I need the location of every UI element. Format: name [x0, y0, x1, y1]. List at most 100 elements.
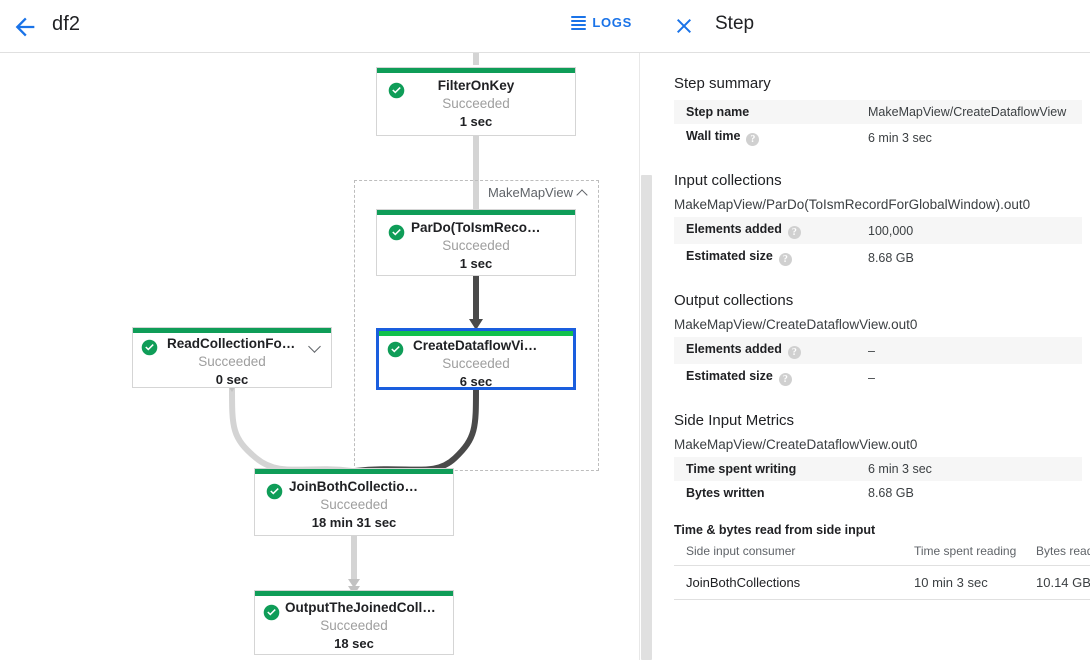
table-row: Bytes written 8.68 GB [674, 481, 1082, 505]
row-key: Elements added? [674, 337, 856, 364]
graph-node-join-both-collections[interactable]: JoinBothCollections Succeeded 18 min 31 … [254, 468, 454, 536]
row-key: Step name [674, 100, 856, 124]
output-collection-name: MakeMapView/CreateDataflowView.out0 [674, 317, 918, 332]
step-summary-title: Step summary [674, 75, 771, 92]
page-title: df2 [52, 13, 81, 35]
row-value: 6 min 3 sec [856, 457, 1082, 481]
node-name: JoinBothCollections [289, 479, 421, 494]
node-name: CreateDataflowView [413, 338, 542, 353]
help-icon[interactable]: ? [787, 226, 801, 239]
check-circle-icon [388, 82, 405, 99]
side-input-reads-table: Side input consumer Time spent reading B… [674, 540, 1090, 600]
graph-node-pardo-toismrecord[interactable]: ParDo(ToIsmRecordFor… Succeeded 1 sec [376, 209, 576, 276]
graph-scrollbar-thumb[interactable] [641, 175, 652, 660]
graph-node-create-dataflow-view[interactable]: CreateDataflowView Succeeded 6 sec [376, 328, 576, 390]
input-collection-name: MakeMapView/ParDo(ToIsmRecordForGlobalWi… [674, 197, 1031, 212]
node-labels: JoinBothCollections Succeeded 18 min 31 … [255, 479, 453, 530]
logs-button[interactable]: LOGS [571, 15, 632, 30]
help-icon[interactable]: ? [787, 346, 801, 359]
row-value: 6 min 3 sec [868, 130, 932, 145]
node-labels: ParDo(ToIsmRecordFor… Succeeded 1 sec [377, 220, 575, 271]
node-name: ReadCollectionForJoin [167, 336, 315, 351]
node-status: Succeeded [198, 354, 266, 369]
row-value: 8.68 GB [868, 486, 914, 500]
side-input-collection-name: MakeMapView/CreateDataflowView.out0 [674, 437, 918, 452]
table-row: Elements added? – [674, 337, 1082, 364]
node-status-bar [133, 328, 331, 333]
node-labels: OutputTheJoinedCollec… Succeeded 18 sec [255, 600, 453, 651]
table-row: Estimated size? – [674, 364, 1082, 391]
node-status: Succeeded [442, 238, 510, 253]
graph-node-read-collection-for-join[interactable]: ReadCollectionForJoin Succeeded 0 sec [132, 327, 332, 388]
help-icon[interactable]: ? [778, 373, 792, 386]
row-key: Wall time? [674, 124, 856, 151]
group-label-text: MakeMapView [487, 185, 573, 200]
node-time: 0 sec [215, 372, 249, 387]
table-header-row: Side input consumer Time spent reading B… [674, 540, 1090, 566]
arrow-back-icon[interactable] [11, 13, 39, 41]
node-name: OutputTheJoinedCollec… [285, 600, 451, 615]
output-collections-title: Output collections [674, 292, 794, 309]
chevron-down-icon[interactable] [309, 341, 321, 353]
step-details-body: Step summary Step name MakeMapView/Creat… [652, 53, 1090, 660]
row-value: – [856, 337, 1082, 364]
node-time: 6 sec [459, 374, 493, 389]
row-key: Estimated size? [674, 364, 856, 391]
graph-node-output-the-joined-collection[interactable]: OutputTheJoinedCollec… Succeeded 18 sec [254, 590, 454, 655]
check-circle-icon [388, 224, 405, 241]
help-icon[interactable]: ? [778, 253, 792, 266]
job-header-bar: df2 LOGS [0, 0, 652, 53]
step-details-panel: Step Step summary Step name MakeMapView/… [652, 0, 1090, 660]
node-status: Succeeded [442, 356, 510, 371]
cell-consumer: JoinBothCollections [674, 565, 902, 600]
table-row: JoinBothCollections 10 min 3 sec 10.14 G… [674, 565, 1090, 600]
node-status: Succeeded [320, 618, 388, 633]
node-status: Succeeded [442, 96, 510, 111]
node-name: ParDo(ToIsmRecordFor… [411, 220, 575, 235]
input-collections-title: Input collections [674, 172, 782, 189]
node-status: Succeeded [320, 497, 388, 512]
node-time: 1 sec [459, 256, 493, 271]
column-header-consumer: Side input consumer [674, 540, 902, 566]
cell-time: 10 min 3 sec [902, 565, 1024, 600]
row-value: 8.68 GB [868, 250, 914, 265]
table-row: Wall time? 6 min 3 sec [674, 124, 1082, 151]
node-labels: FilterOnKey Succeeded 1 sec [377, 78, 575, 129]
close-icon[interactable] [672, 14, 696, 38]
input-collections-table: Elements added? 100,000 Estimated size? … [674, 217, 1082, 271]
job-graph-canvas[interactable]: MakeMapView FilterOnKey Succeeded 1 sec [0, 53, 652, 660]
side-input-metrics-table: Time spent writing 6 min 3 sec Bytes wri… [674, 457, 1082, 505]
table-row: Estimated size? 8.68 GB [674, 244, 1082, 271]
row-key: Estimated size? [674, 244, 856, 271]
graph-scrollbar[interactable] [639, 53, 652, 660]
help-icon[interactable]: ? [746, 133, 760, 146]
node-labels: ReadCollectionForJoin Succeeded 0 sec [133, 336, 331, 387]
group-collapse-toggle[interactable]: MakeMapView [488, 185, 588, 200]
column-header-time: Time spent reading [902, 540, 1024, 566]
row-value: 100,000 [856, 217, 1082, 244]
side-input-metrics-title: Side Input Metrics [674, 412, 795, 429]
row-key: Elements added? [674, 217, 856, 244]
column-header-bytes: Bytes read [1024, 540, 1090, 566]
node-status-bar [377, 210, 575, 215]
step-summary-table: Step name MakeMapView/CreateDataflowView… [674, 100, 1082, 151]
job-graph-panel: df2 LOGS [0, 0, 652, 660]
step-panel-header: Step [652, 0, 1090, 53]
check-circle-icon [263, 604, 280, 621]
row-value: MakeMapView/CreateDataflowView [856, 100, 1082, 124]
output-collections-table: Elements added? – Estimated size? – [674, 337, 1082, 391]
check-circle-icon [141, 339, 158, 356]
logs-lines-icon [571, 16, 587, 30]
side-input-reads-title: Time & bytes read from side input [674, 523, 876, 537]
table-row: Step name MakeMapView/CreateDataflowView [674, 100, 1082, 124]
graph-node-filter-on-key[interactable]: FilterOnKey Succeeded 1 sec [376, 67, 576, 136]
row-key: Bytes written [686, 486, 765, 500]
node-time: 1 sec [459, 114, 493, 129]
node-time: 18 sec [334, 636, 374, 651]
node-name: FilterOnKey [437, 78, 515, 93]
check-circle-icon [266, 483, 283, 500]
table-row: Time spent writing 6 min 3 sec [674, 457, 1082, 481]
group-box-makemapview: MakeMapView [354, 180, 599, 471]
check-circle-icon [387, 341, 404, 358]
